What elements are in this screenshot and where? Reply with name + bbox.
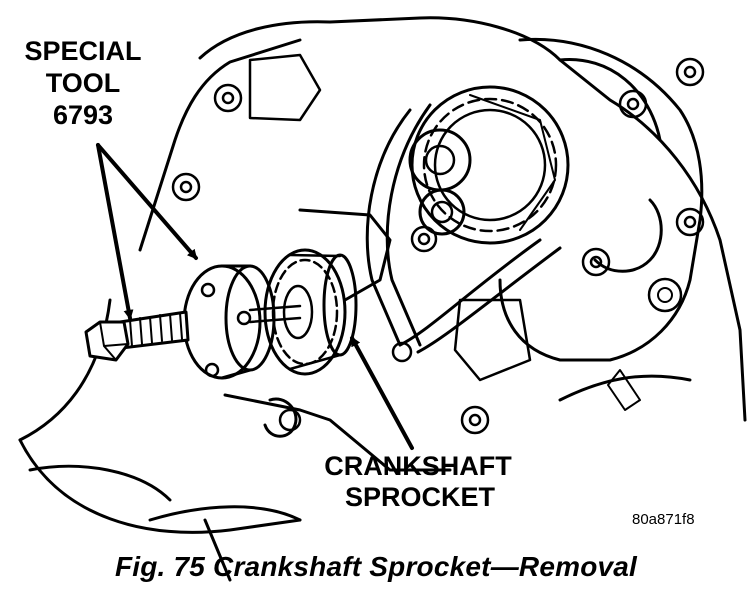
bolt (213, 83, 243, 113)
special-tool-6793 (84, 264, 302, 380)
bolt (675, 57, 705, 87)
bolt (460, 405, 490, 435)
crankshaft-sprocket-label-line1: CRANKSHAFT (324, 451, 512, 481)
figure-caption: Fig. 75 Crankshaft Sprocket—Removal (114, 551, 638, 582)
part-code: 80a871f8 (632, 511, 695, 528)
bolt (675, 207, 705, 237)
bolt (581, 247, 611, 277)
arrow-special-tool-to-screw (96, 143, 134, 320)
bolt (618, 89, 648, 119)
special-tool-label-line2: TOOL (46, 68, 121, 98)
callout-arrows (96, 143, 414, 450)
water-pump-housing (498, 37, 704, 411)
timing-belt (365, 103, 562, 354)
mounting-bolts (171, 57, 705, 435)
crankshaft-sprocket (263, 248, 358, 376)
special-tool-label-line1: SPECIAL (24, 36, 141, 66)
bolt (410, 225, 438, 253)
upper-sprocket (408, 85, 570, 245)
crankshaft-sprocket-label-line2: SPROCKET (345, 482, 496, 512)
arrow-crankshaft-sprocket (350, 336, 414, 450)
special-tool-label-line3: 6793 (53, 100, 113, 130)
idler-pulley (391, 188, 466, 363)
lower-cover (223, 208, 532, 472)
bolt (171, 172, 201, 202)
arrow-special-tool-to-body (96, 143, 198, 260)
